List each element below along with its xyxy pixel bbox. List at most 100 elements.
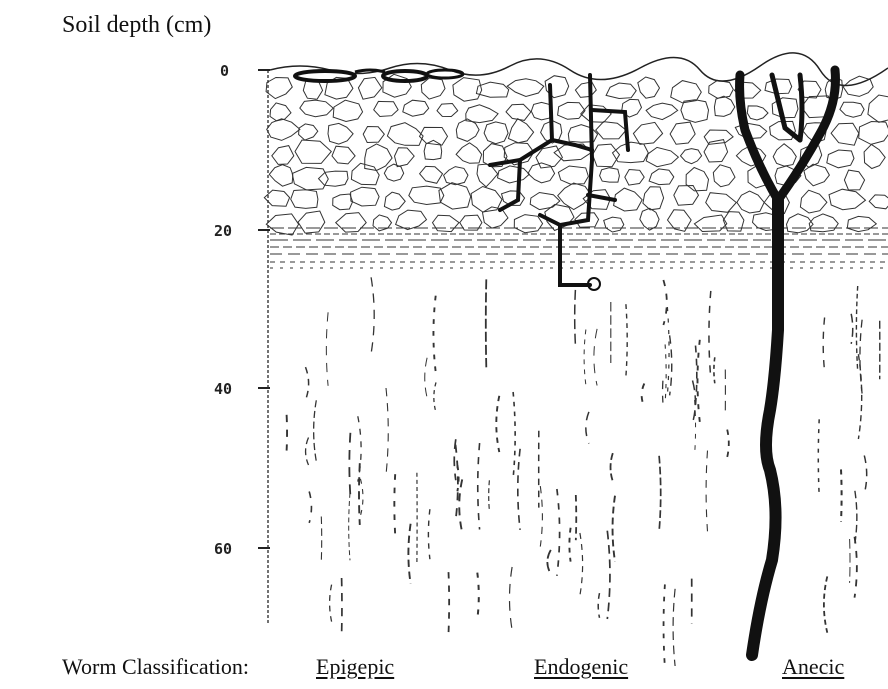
subsoil-streak [360, 479, 363, 516]
subsoil-streak [598, 593, 599, 618]
soil-clod [625, 170, 644, 186]
soil-clod [737, 191, 764, 213]
soil-clod [395, 148, 415, 167]
subsoil-streak [611, 453, 613, 481]
soil-clod [396, 210, 427, 230]
subsoil-streak [306, 367, 309, 400]
soil-clod [709, 80, 734, 98]
subsoil-streak [434, 382, 436, 412]
soil-clod [466, 105, 498, 123]
soil-clod [643, 187, 664, 210]
soil-clod [292, 167, 328, 190]
soil-clod [444, 167, 468, 185]
subsoil-streak [709, 291, 711, 379]
subsoil-streak [326, 312, 328, 386]
soil-clod [267, 119, 300, 141]
soil-clod [507, 79, 544, 97]
subsoil-streak [477, 573, 479, 620]
soil-clod [593, 144, 620, 167]
subsoil-streak [670, 335, 672, 395]
subsoil-streak [433, 296, 435, 372]
horizon-band [270, 228, 888, 268]
soil-clod [831, 123, 859, 145]
subsoil-streak [580, 533, 583, 595]
soil-clod [484, 122, 508, 144]
soil-clod [686, 168, 708, 191]
soil-clod [363, 127, 384, 143]
subsoil-streak [386, 388, 388, 475]
subsoil-streak [586, 412, 589, 444]
soil-clod [351, 163, 379, 184]
soil-clod [674, 186, 699, 206]
subsoil-streak [818, 419, 819, 496]
soil-clod [456, 143, 482, 164]
subsoil-streak [706, 451, 707, 532]
subsoil-streak [306, 438, 309, 466]
soil-clod [604, 217, 624, 232]
soil-clod [844, 170, 864, 190]
subsoil-streak [425, 358, 427, 398]
soil-clod [704, 130, 733, 144]
subsoil-streak [659, 456, 661, 532]
soil-clod [421, 78, 445, 99]
soil-clod [266, 214, 298, 235]
subsoil-streak [478, 443, 480, 529]
soil-clod [809, 214, 838, 232]
subsoil-streak [626, 304, 627, 376]
soil-clod [558, 102, 585, 119]
subsoil-streak [664, 584, 665, 667]
soil-clod [530, 193, 560, 210]
soil-clod [333, 100, 362, 121]
subsoil-streak [513, 392, 515, 478]
soil-clod [864, 144, 885, 168]
soil-clod [649, 169, 674, 185]
soil-clod [291, 190, 318, 209]
subsoil-streak [359, 463, 360, 525]
soil-clod [868, 95, 888, 122]
soil-clod [437, 104, 458, 117]
subsoil-streak [349, 493, 350, 560]
subsoil-streak [824, 576, 827, 632]
soil-clod [272, 146, 294, 165]
soil-clod [299, 124, 318, 140]
subsoil-streak [309, 492, 311, 523]
subsoil-streak [557, 489, 560, 576]
subsoil-streak [642, 384, 645, 407]
soil-clod [646, 103, 678, 120]
soil-clod [351, 187, 380, 206]
soil-clod [300, 100, 333, 117]
classification-endogenic-label: Endogenic [534, 654, 628, 680]
soil-clod [298, 211, 325, 233]
subsoil-streak [851, 314, 853, 344]
subsoil-streak [540, 486, 542, 546]
soil-clod [681, 149, 702, 164]
subsoil-streak [358, 416, 361, 481]
soil-clod [706, 193, 737, 213]
subsoil-streak [496, 396, 499, 452]
soil-clod [384, 192, 405, 210]
subsoil-streak [864, 456, 866, 494]
subsoil-streak [695, 400, 696, 455]
subsoil-streak [518, 449, 520, 530]
soil-clod [528, 163, 555, 183]
soil-clod [332, 146, 355, 164]
classification-epigeic-label: Epigepic [316, 654, 394, 680]
classification-anecic-label: Anecic [782, 654, 844, 680]
subsoil-streak [613, 496, 615, 562]
subsoil-streak [673, 589, 675, 666]
subsoil-streak [665, 344, 666, 403]
subsoil-streak [428, 509, 430, 559]
soil-clod [804, 164, 830, 186]
subsoil-streak [584, 330, 586, 386]
soil-clod [747, 106, 768, 120]
subsoil-streak [823, 318, 824, 372]
subsoil-streak [456, 445, 458, 522]
subsoil-streak [486, 279, 487, 367]
subsoil-streak [349, 433, 350, 496]
soil-clod [575, 82, 596, 98]
subsoil-texture [287, 277, 880, 667]
soil-clod [424, 140, 442, 159]
soil-clod [600, 168, 620, 182]
